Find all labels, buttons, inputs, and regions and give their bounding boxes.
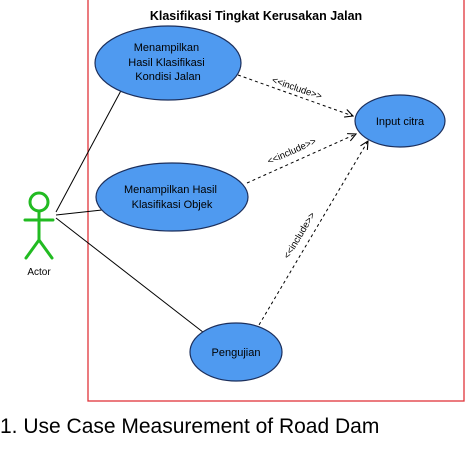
use-case-ellipse [94,25,242,101]
actor-label: Actor [27,267,51,278]
include-label-kondisi: <<include>> [270,75,323,103]
figure-caption: 1. Use Case Measurement of Road Dam [0,415,380,438]
use-case-label-line: Hasil Klasifikasi [128,57,204,69]
system-boundary [87,0,465,402]
use-case-label: Menampilkan Hasil Klasifikasi Objek [124,184,220,211]
use-case-label: Input citra [376,116,425,128]
association-line-objek [55,209,103,216]
include-line-objek [246,134,356,184]
use-case-label-line: Menampilkan [134,42,199,54]
use-case-label: Pengujian [212,347,261,359]
use-case-label: Menampilkan Hasil Klasifikasi Kondisi Ja… [128,42,207,83]
use-case-ellipse [95,162,249,232]
association-line-kondisi [55,84,125,213]
include-line-kondisi [237,74,353,116]
actor-figure-icon [23,191,55,260]
association-line-pengujian [55,217,209,337]
use-case-ellipse [189,322,283,382]
use-case-input-citra[interactable]: Input citra [354,94,446,148]
include-label-pengujian: <<include>> [282,210,319,261]
use-case-menampilkan-klasifikasi-objek[interactable]: Menampilkan Hasil Klasifikasi Objek [95,162,249,232]
use-case-label-line: Menampilkan Hasil [124,184,217,196]
include-line-pengujian [255,141,368,331]
use-case-label-line: Kondisi Jalan [135,71,200,83]
use-case-menampilkan-klasifikasi-kondisi[interactable]: Menampilkan Hasil Klasifikasi Kondisi Ja… [94,25,242,101]
use-case-label-line: Klasifikasi Objek [132,199,213,211]
use-case-ellipse [354,94,446,148]
system-title: Klasifikasi Tingkat Kerusakan Jalan [150,9,362,23]
use-case-pengujian[interactable]: Pengujian [189,322,283,382]
